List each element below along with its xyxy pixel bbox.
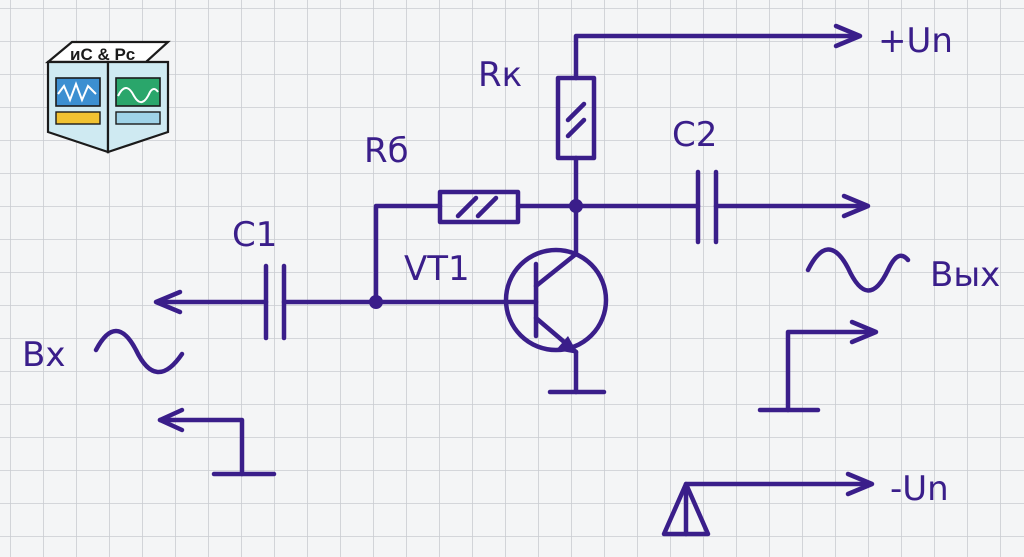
input-capacitor-label: C1: [232, 215, 277, 255]
output-sine-wave: [805, 247, 911, 293]
output-label: Вых: [930, 255, 1000, 295]
logo-text: иC & Pc: [70, 45, 135, 64]
logo: иC & Pc: [44, 40, 171, 154]
output-ground-symbol: [757, 319, 879, 413]
output-capacitor-label: C2: [672, 115, 717, 155]
supply-positive-wire: [573, 23, 863, 81]
output-capacitor: [573, 169, 871, 245]
supply-positive-label: +Un: [878, 21, 953, 61]
base-resistor-label: Rб: [364, 131, 409, 171]
supply-negative-wire: [661, 471, 875, 537]
collector-resistor-label: Rк: [478, 55, 522, 95]
transistor-label: VT1: [404, 249, 470, 289]
input-label: Вх: [22, 335, 65, 375]
input-ground-symbol: [157, 407, 277, 477]
input-sine-wave: [93, 328, 185, 375]
base-resistor: [373, 189, 579, 305]
transistor: [373, 247, 609, 395]
input-capacitor: [153, 263, 379, 341]
supply-negative-label: -Un: [890, 469, 949, 509]
